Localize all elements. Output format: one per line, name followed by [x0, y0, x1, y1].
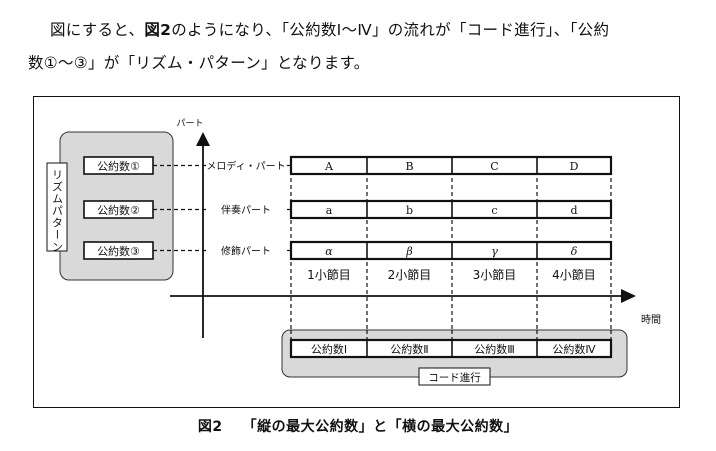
- body-paragraph: 図にすると、図2のようになり、「公約数Ⅰ～Ⅳ」の流れが「コード進行」、「公約 数…: [28, 14, 698, 80]
- paragraph-text: のようになり、「公約数Ⅰ～Ⅳ」の流れが「コード進行」、「公約: [171, 21, 610, 39]
- chord-progression-label-box: [418, 367, 491, 386]
- rhythm-box-label: 公約数①: [97, 159, 140, 173]
- part-label-bg: [207, 157, 287, 174]
- part-label: 伴奏パート: [221, 204, 271, 217]
- grid-cell: c: [491, 204, 497, 217]
- paragraph-line-1: 図にすると、図2のようになり、「公約数Ⅰ～Ⅳ」の流れが「コード進行」、「公約: [28, 14, 698, 47]
- rhythm-box-label: 公約数②: [97, 203, 140, 217]
- chord-box-label: 公約数Ⅱ: [390, 342, 428, 356]
- caption-text: 「縦の最大公約数」と「横の最大公約数」: [242, 419, 519, 435]
- bar-label-bg: [297, 264, 361, 282]
- grid-cell: d: [570, 204, 577, 217]
- bar-label: 2小節目: [388, 267, 432, 282]
- grid-cell: a: [326, 204, 333, 217]
- x-axis-arrow-icon: [621, 289, 636, 303]
- grid-cell: α: [325, 245, 333, 258]
- part-label-bg: [207, 201, 287, 218]
- part-label-bg: [207, 242, 287, 259]
- bar-label: 1小節目: [307, 267, 351, 282]
- grid-row: [289, 155, 613, 176]
- part-label: メロディ・パート: [206, 160, 285, 173]
- bar-label-bg: [377, 264, 442, 282]
- y-axis-arrow-icon: [196, 132, 210, 146]
- chord-box-label: 公約数Ⅳ: [552, 342, 596, 356]
- paragraph-line-2: 数①～③」が「リズム・パターン」となります。: [28, 54, 370, 72]
- grid-cell: C: [490, 160, 498, 173]
- grid-cell: B: [405, 160, 413, 173]
- bar-label: 4小節目: [552, 267, 596, 282]
- chord-box-label: 公約数Ⅰ: [311, 342, 347, 356]
- figure-reference: 図2: [144, 21, 172, 39]
- rhythm-pattern-label-box: [46, 162, 68, 252]
- bar-label-bg: [462, 264, 527, 282]
- grid-cell: β: [405, 245, 412, 258]
- grid-cell: γ: [491, 245, 498, 258]
- grid-cell: D: [570, 160, 579, 173]
- grid-cell: A: [324, 160, 334, 173]
- grid-cell: b: [406, 204, 413, 217]
- bar-label: 3小節目: [473, 267, 517, 282]
- caption-number: 図2: [197, 419, 223, 435]
- paragraph-text: 図にすると、: [50, 21, 145, 39]
- rhythm-box-label: 公約数③: [97, 244, 140, 258]
- grid-row: [289, 240, 613, 261]
- grid-row: [289, 199, 613, 220]
- figure-frame: [33, 96, 680, 408]
- chord-progression-label: コード進行: [428, 371, 481, 384]
- x-axis-label: 時間: [641, 314, 661, 326]
- grid-cell: δ: [571, 245, 578, 258]
- y-axis-label: パート: [176, 118, 203, 129]
- rhythm-pattern-label: リズムパターン: [51, 169, 64, 253]
- chord-box-label: 公約数Ⅲ: [474, 342, 515, 356]
- bar-label-bg: [542, 264, 606, 282]
- part-label: 修飾パート: [221, 245, 271, 258]
- chord-row: [289, 338, 613, 359]
- figure-caption: 図2 「縦の最大公約数」と「横の最大公約数」: [0, 416, 716, 436]
